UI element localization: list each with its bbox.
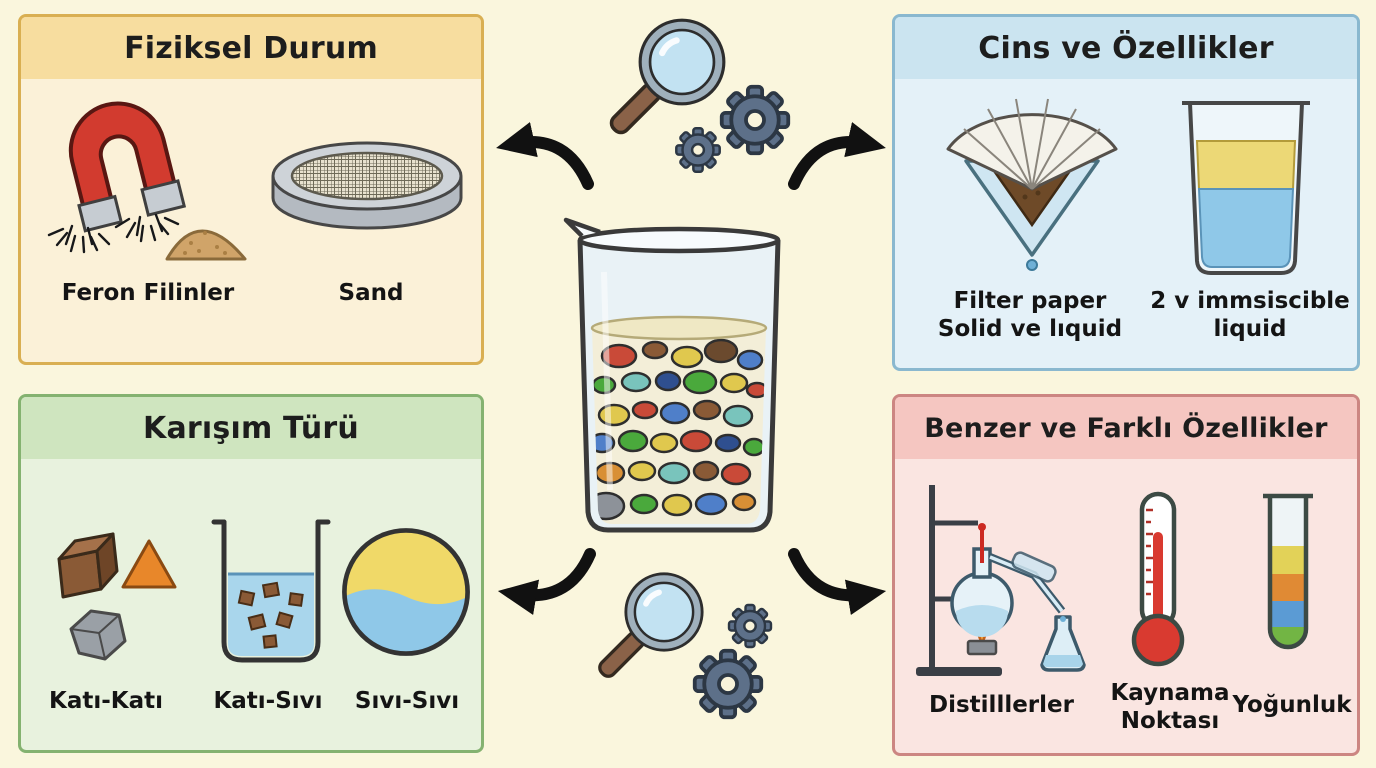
mixture-stones — [592, 338, 766, 521]
beaker-solid-in-liquid-icon — [206, 514, 336, 674]
item-label: Katı-Sıvı — [213, 688, 323, 714]
item-label: Filter paper Solid ve lıquid — [905, 287, 1155, 343]
item-label: Sand — [338, 280, 404, 306]
thermometer-icon — [1127, 485, 1189, 673]
pleated-paper-fan — [946, 113, 1118, 191]
beaker-two-immiscible-liquids-icon — [1170, 89, 1322, 281]
panel-title: Fiziksel Durum — [21, 17, 481, 79]
panel-body: Katı-Katı Katı-Sıvı Sıvı-Sıvı — [21, 459, 481, 750]
item-label: Feron Filinler — [61, 280, 235, 306]
arrow-to-top-right-panel — [788, 118, 890, 192]
panel-body: Distilllerler Kaynama Noktası Yoğunluk — [895, 459, 1357, 753]
panel-benzer-ve-farkli-ozellikler: Benzer ve Farklı Özellikler — [892, 394, 1360, 756]
liquid-liquid-circle-icon — [336, 517, 476, 667]
item-label-line: Noktası — [1120, 708, 1220, 735]
item-label-line: Kaynama — [1110, 680, 1230, 706]
item-label: Kaynama Noktası — [1100, 679, 1240, 735]
item-label-line: Solid ve lıquid — [937, 316, 1123, 343]
sieve-icon — [261, 114, 473, 244]
liquid-drop — [1026, 259, 1038, 271]
item-label: Katı-Katı — [49, 688, 163, 714]
panel-body: Feron Filinler Sand — [21, 79, 481, 362]
panel-title: Cins ve Özellikler — [895, 17, 1357, 79]
item-label-line: Filter paper — [953, 288, 1107, 314]
item-label: Yoğunluk — [1232, 692, 1352, 718]
gears-icon — [668, 78, 800, 190]
item-label-line: liquid — [1213, 316, 1287, 343]
sand-pile — [165, 229, 247, 261]
beaker-spout — [563, 217, 601, 238]
test-tube-density-layers-icon — [1257, 487, 1319, 667]
arrow-to-bottom-right-panel — [788, 548, 890, 618]
filter-paper-funnel-icon — [930, 93, 1135, 278]
distillation-apparatus-icon — [911, 471, 1103, 683]
item-label: 2 v immsiscible liquid — [1150, 287, 1350, 343]
arrow-to-top-left-panel — [492, 118, 594, 192]
panel-cins-ve-ozellikler: Cins ve Özellikler — [892, 14, 1360, 371]
panel-body: Filter paper Solid ve lıquid 2 v immsisc… — [895, 79, 1357, 368]
panel-title: Karışım Türü — [21, 397, 481, 459]
beaker-colorful-mixture-icon — [544, 210, 814, 548]
item-label: Sıvı-Sıvı — [354, 688, 460, 714]
panel-fiziksel-durum: Fiziksel Durum — [18, 14, 484, 365]
iron-filings — [47, 213, 180, 254]
horseshoe-magnet-iron-filings-icon — [39, 91, 254, 271]
arrow-to-bottom-left-panel — [494, 548, 596, 618]
panel-karisim-turu: Karışım Türü — [18, 394, 484, 753]
panel-title: Benzer ve Farklı Özellikler — [895, 397, 1357, 459]
item-label-line: 2 v immsiscible — [1150, 288, 1350, 314]
solid-solid-shapes-icon — [41, 511, 191, 671]
item-label: Distilllerler — [929, 692, 1074, 718]
